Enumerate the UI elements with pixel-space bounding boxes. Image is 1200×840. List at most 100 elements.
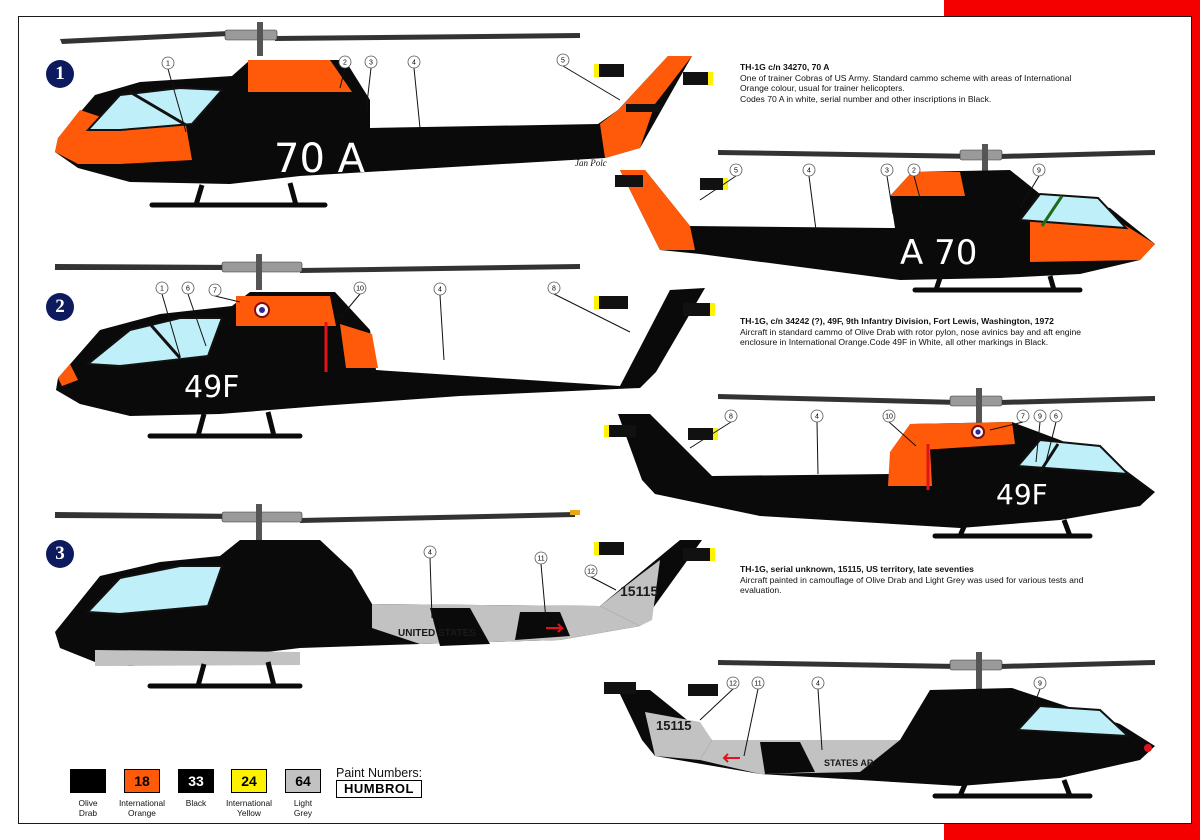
callout-circle <box>802 163 816 177</box>
callout-leader-line <box>816 421 819 475</box>
callout-leader-line <box>161 293 181 357</box>
callout-circle <box>423 545 437 559</box>
callout-number: 12 <box>729 681 737 688</box>
callout-circle <box>729 163 743 177</box>
callout-circle <box>1033 409 1047 423</box>
callout-leader-line <box>214 295 241 303</box>
callout-circle <box>907 163 921 177</box>
callout-circle <box>353 281 367 295</box>
callout-number: 5 <box>734 168 738 175</box>
callout-number: 9 <box>1038 414 1042 421</box>
callout-circle <box>155 281 169 295</box>
callout-number: 2 <box>912 168 916 175</box>
profile-1-line: One of trainer Cobras of US Army. Standa… <box>740 72 1072 83</box>
callout-number: 4 <box>815 414 819 421</box>
profile-1-right-helicopter: A 70 <box>615 144 1155 293</box>
callout-leader-line <box>1035 421 1041 463</box>
swatch-light-grey: 64 <box>285 769 321 793</box>
callout-circle <box>181 281 195 295</box>
callout-leader-line <box>429 557 433 619</box>
callout-leader-line <box>365 67 372 113</box>
callout-number: 3 <box>369 60 373 67</box>
callout-circle <box>1049 409 1063 423</box>
callout-circle <box>882 409 896 423</box>
swatch-black: 33 <box>178 769 214 793</box>
callout-number: 3 <box>885 168 889 175</box>
paint-numbers-title: Paint Numbers: <box>336 766 423 780</box>
p1-right-code: A 70 <box>900 233 977 273</box>
callout-circle <box>810 409 824 423</box>
callout-number: 4 <box>816 681 820 688</box>
profile-2-line: enclosure in International Orange.Code 4… <box>740 337 1049 348</box>
profile-1-title: TH-1G c/n 34270, 70 A <box>740 62 830 72</box>
callout-leader-line <box>989 421 1024 431</box>
profile-1-line: Orange colour, usual for trainer helicop… <box>740 83 905 94</box>
callout-number: 9 <box>1037 168 1041 175</box>
callout-leader-line <box>553 293 631 333</box>
callout-number: 5 <box>561 58 565 65</box>
callout-circle <box>161 56 175 70</box>
profile-2-right-helicopter: 49F <box>604 388 1155 539</box>
callout-leader-line <box>1045 421 1057 463</box>
callout-number: 12 <box>587 569 595 576</box>
callout-number: 4 <box>807 168 811 175</box>
callout-circle <box>433 282 447 296</box>
callout-number: 8 <box>552 286 556 293</box>
callout-number: 6 <box>1054 414 1058 421</box>
callout-circle <box>547 281 561 295</box>
callout-leader-line <box>699 175 737 201</box>
p3-left-code: 15115 <box>620 583 658 599</box>
callout-number: 8 <box>729 414 733 421</box>
callout-circle <box>208 283 222 297</box>
profile-2-description: TH-1G, c/n 34242 (?), 49F, 9th Infantry … <box>740 316 1120 348</box>
callout-number: 9 <box>1038 681 1042 688</box>
callout-circle <box>726 676 740 690</box>
callout-leader-line <box>886 175 894 215</box>
callout-circle <box>1032 163 1046 177</box>
callout-leader-line <box>413 67 421 129</box>
p3-right-inscription: STATES AR <box>824 758 874 768</box>
callout-leader-line <box>562 65 621 101</box>
callout-leader-line <box>339 293 361 319</box>
swatch-international-yellow: 24 <box>231 769 267 793</box>
callout-circle <box>407 55 421 69</box>
p3-right-code: 15115 <box>656 718 691 733</box>
callout-number: 11 <box>754 681 761 688</box>
p1-signature: Jan Polc <box>575 158 607 168</box>
callout-circle <box>364 55 378 69</box>
callout-number: 1 <box>166 61 170 68</box>
callout-number: 11 <box>537 556 544 563</box>
profile-1-description: TH-1G c/n 34270, 70 A One of trainer Cob… <box>740 62 1120 104</box>
p2-right-code: 49F <box>996 478 1048 511</box>
profile-badge-1: 1 <box>46 60 74 88</box>
swatch-international-orange: 18 <box>124 769 160 793</box>
callout-leader-line <box>913 175 921 199</box>
profile-1-line: Codes 70 A in white, serial number and o… <box>740 93 992 104</box>
profile-2-line: Aircraft in standard cammo of Olive Drab… <box>740 326 1082 337</box>
callout-circle <box>338 55 352 69</box>
callout-leader-line <box>187 293 207 347</box>
p1-left-code: 70 A <box>274 136 366 182</box>
callout-leader-line <box>339 67 346 89</box>
profile-3-line: evaluation. <box>740 585 782 596</box>
callout-circle <box>724 409 738 423</box>
swatch-black-label: Black <box>185 798 207 808</box>
profile-3-description: TH-1G, serial unknown, 15115, US territo… <box>740 564 1120 596</box>
callout-number: 4 <box>438 287 442 294</box>
callout-leader-line <box>590 576 617 591</box>
profile-1-left-helicopter: 70 A Jan Polc <box>55 22 713 208</box>
callout-circle <box>880 163 894 177</box>
callout-circle <box>811 676 825 690</box>
callout-number: 7 <box>1021 414 1025 421</box>
callout-leader-line <box>439 294 445 361</box>
callout-leader-line <box>167 68 187 133</box>
p3-left-inscription: UNITED STATES <box>398 628 476 639</box>
sheet-frame <box>18 16 1192 824</box>
profile-2-title: TH-1G, c/n 34242 (?), 49F, 9th Infantry … <box>740 316 1054 326</box>
